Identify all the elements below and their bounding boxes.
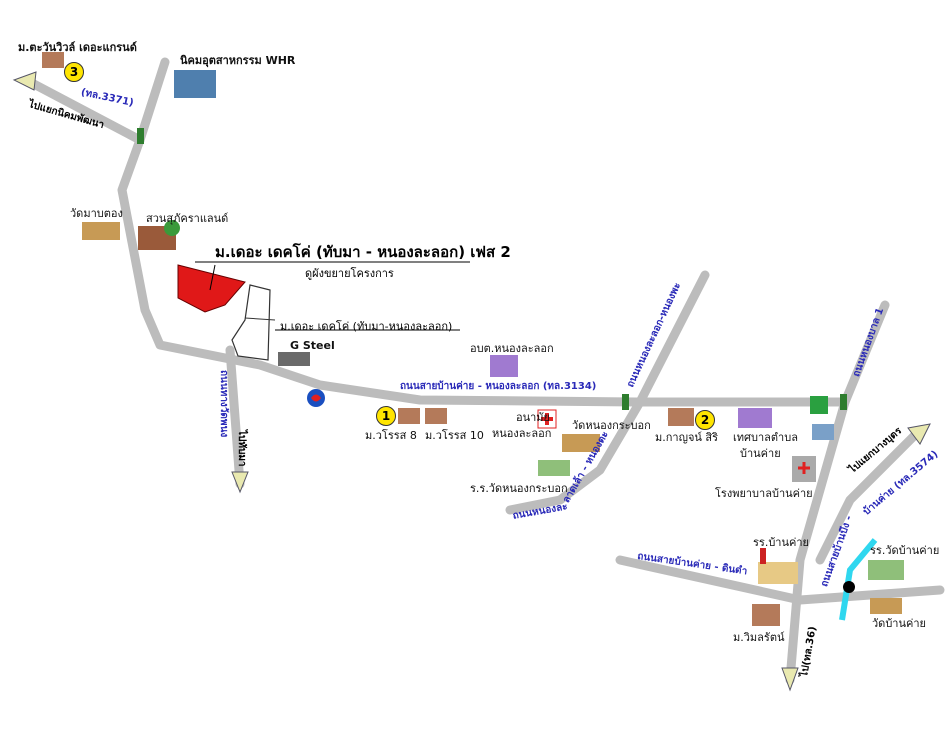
project-subtitle: ดูผังขยายโครงการ	[305, 267, 394, 280]
factory-icon	[174, 70, 216, 98]
main-road-label: ถนนสายบ้านค่าย - หนองละลอก (ทล.3134)	[400, 381, 597, 392]
road-nongkrabok	[505, 270, 710, 515]
tessaban-label-2: บ้านค่าย	[740, 447, 781, 460]
project-phase1-area[interactable]	[231, 284, 271, 361]
marker-3[interactable]: 3	[64, 62, 84, 82]
tessaban-label-1: เทศบาลตำบล	[733, 431, 798, 444]
traffic-light-icon	[840, 394, 847, 410]
varoras8-label: ม.วโรรส 8	[365, 429, 417, 442]
seven-eleven-icon	[810, 396, 828, 414]
phase1-pointer	[244, 317, 276, 321]
wat-nongkrabok-label: วัดหนองกระบอก	[572, 419, 651, 432]
road-bangbut	[815, 425, 925, 565]
phase1-label: ม.เดอะ เดคโค่ (ทับมา-หนองละลอก)	[280, 320, 453, 333]
steel-factory-icon	[278, 352, 310, 366]
municipality-icon	[738, 408, 772, 428]
obt-label: อบต.หนองละลอก	[470, 342, 554, 355]
river	[839, 538, 878, 621]
store-icon	[812, 424, 834, 440]
obt-building-icon	[490, 355, 518, 377]
traffic-light-icon	[622, 394, 629, 410]
hospital-label: โรงพยาบาลบ้านค่าย	[715, 487, 813, 500]
project-phase2-area[interactable]	[177, 264, 246, 313]
lakeside-label: ม.ตะวันวิวล์ เดอะแกรนด์	[18, 41, 137, 54]
marker-1[interactable]: 1	[376, 406, 396, 426]
temple-icon	[870, 598, 902, 614]
marker-2[interactable]: 2	[695, 410, 715, 430]
vimonrat-label: ม.วิมลรัตน์	[733, 631, 785, 644]
tree-icon	[164, 220, 180, 236]
school-icon	[868, 560, 904, 580]
anamai-label-2: หนองละลอก	[492, 427, 552, 440]
flag-icon	[760, 548, 766, 564]
school-icon	[538, 460, 570, 476]
wat-maptong-label: วัดมาบตอง	[70, 207, 123, 220]
temple-icon	[562, 434, 600, 452]
road-bankhai-dindam	[615, 555, 945, 605]
road-nongbua	[785, 300, 890, 685]
traffic-light-icon	[137, 128, 144, 144]
road-thapma	[225, 345, 245, 489]
anamai-label-1: อนามัย	[516, 411, 550, 424]
arrow-west	[12, 71, 37, 91]
house-icon	[668, 408, 694, 426]
thapma-road-label: ถนนทางวัดพนง	[218, 370, 229, 438]
project-title: ม.เดอะ เดคโค่ (ทับมา - หนองละลอก) เฟส 2	[215, 243, 511, 261]
arrow-ne	[907, 423, 931, 445]
g-steel-label: G Steel	[290, 339, 335, 352]
house-icon	[425, 408, 447, 424]
school-icon	[758, 562, 798, 584]
whr-label: นิคมอุตสาหกรรม WHR	[180, 54, 296, 67]
suansuk-label: สวนสุภัคราแลนด์	[146, 212, 229, 225]
road-network	[25, 57, 945, 685]
house-icon	[398, 408, 420, 424]
arrow-south-thapma	[231, 471, 249, 494]
kanjana-label: ม.กาญจน์ สิริ	[655, 431, 719, 444]
house-icon	[42, 52, 64, 68]
varoras10-label: ม.วโรรส 10	[425, 429, 484, 442]
school-wat-bankhai-label: รร.วัดบ้านค่าย	[870, 544, 940, 557]
to-thapma-label: ไปทับมา	[236, 430, 247, 467]
arrow-south-36	[781, 667, 799, 692]
temple-icon	[82, 222, 120, 240]
bridge-icon	[843, 581, 855, 593]
house-icon	[752, 604, 780, 626]
phase2-pointer	[209, 264, 216, 291]
road-3371	[25, 77, 145, 145]
school-nongkrabok-label: ร.ร.วัดหนองกระบอก	[470, 482, 568, 495]
road-main	[117, 57, 850, 407]
school-bankhai-label: รร.บ้านค่าย	[753, 536, 809, 549]
wat-bankhai-label: วัดบ้านค่าย	[872, 617, 926, 630]
